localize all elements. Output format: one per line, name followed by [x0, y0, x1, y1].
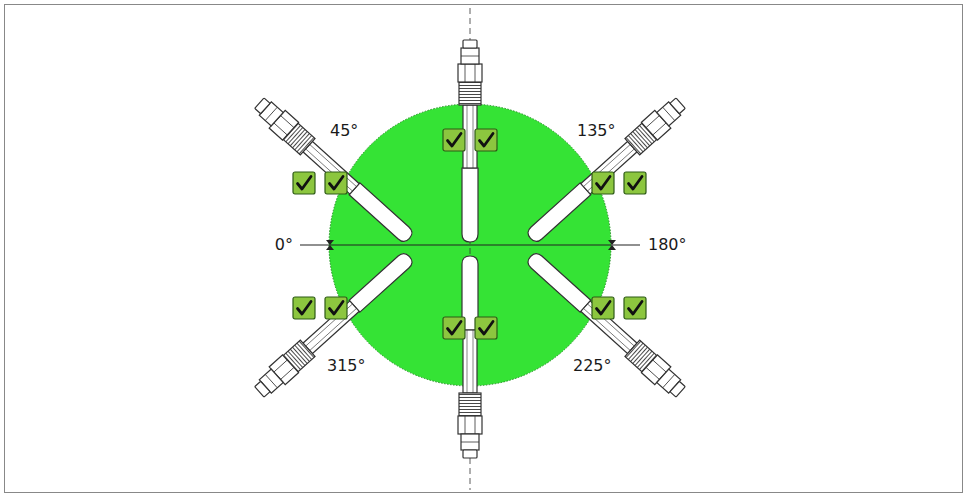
- angle-label: 225°: [573, 358, 612, 374]
- check-mark: [592, 172, 614, 194]
- angle-label: 0°: [275, 237, 293, 253]
- check-mark: [443, 129, 465, 151]
- sensor: [251, 94, 417, 247]
- check-mark: [325, 297, 347, 319]
- angle-label: 315°: [327, 358, 366, 374]
- check-mark: [443, 317, 465, 339]
- horizontal-axis: [300, 244, 640, 245]
- sensor: [522, 248, 688, 401]
- check-mark: [592, 297, 614, 319]
- angle-marker: [608, 245, 616, 250]
- angle-marker: [608, 240, 616, 245]
- angle-label: 135°: [577, 123, 616, 139]
- angle-label: 45°: [330, 123, 358, 139]
- sensor: [251, 248, 417, 401]
- angle-marker: [326, 240, 334, 245]
- frame: [5, 5, 963, 493]
- check-mark: [293, 297, 315, 319]
- sensor: [458, 256, 482, 458]
- check-mark: [475, 129, 497, 151]
- check-mark: [293, 172, 315, 194]
- check-mark: [475, 317, 497, 339]
- check-mark: [624, 297, 646, 319]
- sensor: [522, 94, 688, 247]
- check-mark: [325, 172, 347, 194]
- check-mark: [624, 172, 646, 194]
- angle-marker: [326, 245, 334, 250]
- angle-label: 180°: [648, 237, 687, 253]
